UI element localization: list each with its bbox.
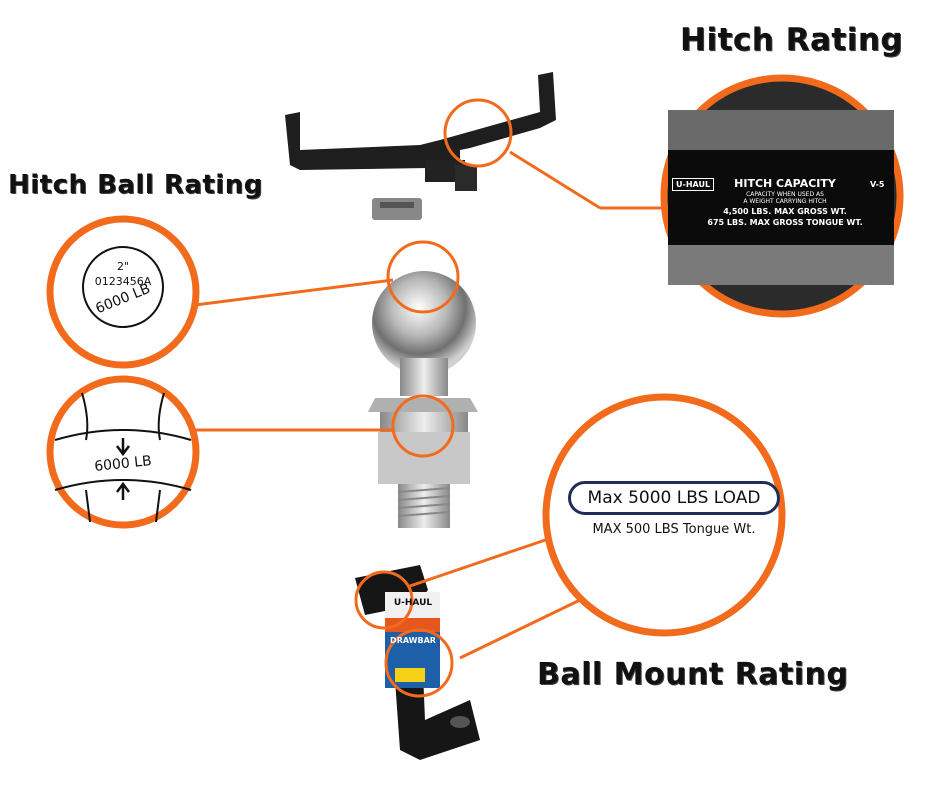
hitch-label-code: V-5 — [870, 180, 885, 189]
hitch-label-sub1: CAPACITY WHEN USED AS — [746, 191, 824, 198]
hitch-label-heading: HITCH CAPACITY — [734, 177, 836, 190]
ball-part-number: 0123456A — [94, 275, 152, 288]
ball-mount-load-box: Max 5000 LBS LOAD — [568, 481, 780, 515]
ball-size-text: 2" — [116, 260, 130, 273]
ball-mount-rating-title: Ball Mount Rating — [537, 657, 849, 692]
highlight-circles — [354, 98, 513, 698]
hitch-label-tongue: 675 LBS. MAX GROSS TONGUE WT. — [707, 218, 863, 227]
drawbar-product-text: DRAWBAR — [390, 636, 436, 645]
hitch-rating-title: Hitch Rating — [680, 22, 904, 58]
hitch-ball-top-zoom — [46, 215, 200, 369]
hitch-label-gross: 4,500 LBS. MAX GROSS WT. — [723, 207, 847, 216]
ball-mount-image — [355, 565, 480, 760]
hitch-ball-image — [368, 271, 478, 528]
hitch-rating-zoom — [660, 74, 904, 318]
hitch-label-sub2: A WEIGHT CARRYING HITCH — [743, 198, 827, 205]
ball-mount-zoom — [542, 393, 786, 637]
hitch-ball-rating-title: Hitch Ball Rating — [8, 170, 263, 200]
hitch-ball-side-zoom — [46, 375, 200, 529]
ball-mount-tongue-text: MAX 500 LBS Tongue Wt. — [592, 522, 756, 537]
connector-lines — [194, 150, 665, 660]
drawbar-brand-text: U-HAUL — [393, 598, 433, 608]
hitch-label-brand: U-HAUL — [672, 178, 715, 191]
hitch-receiver-image — [285, 72, 556, 220]
